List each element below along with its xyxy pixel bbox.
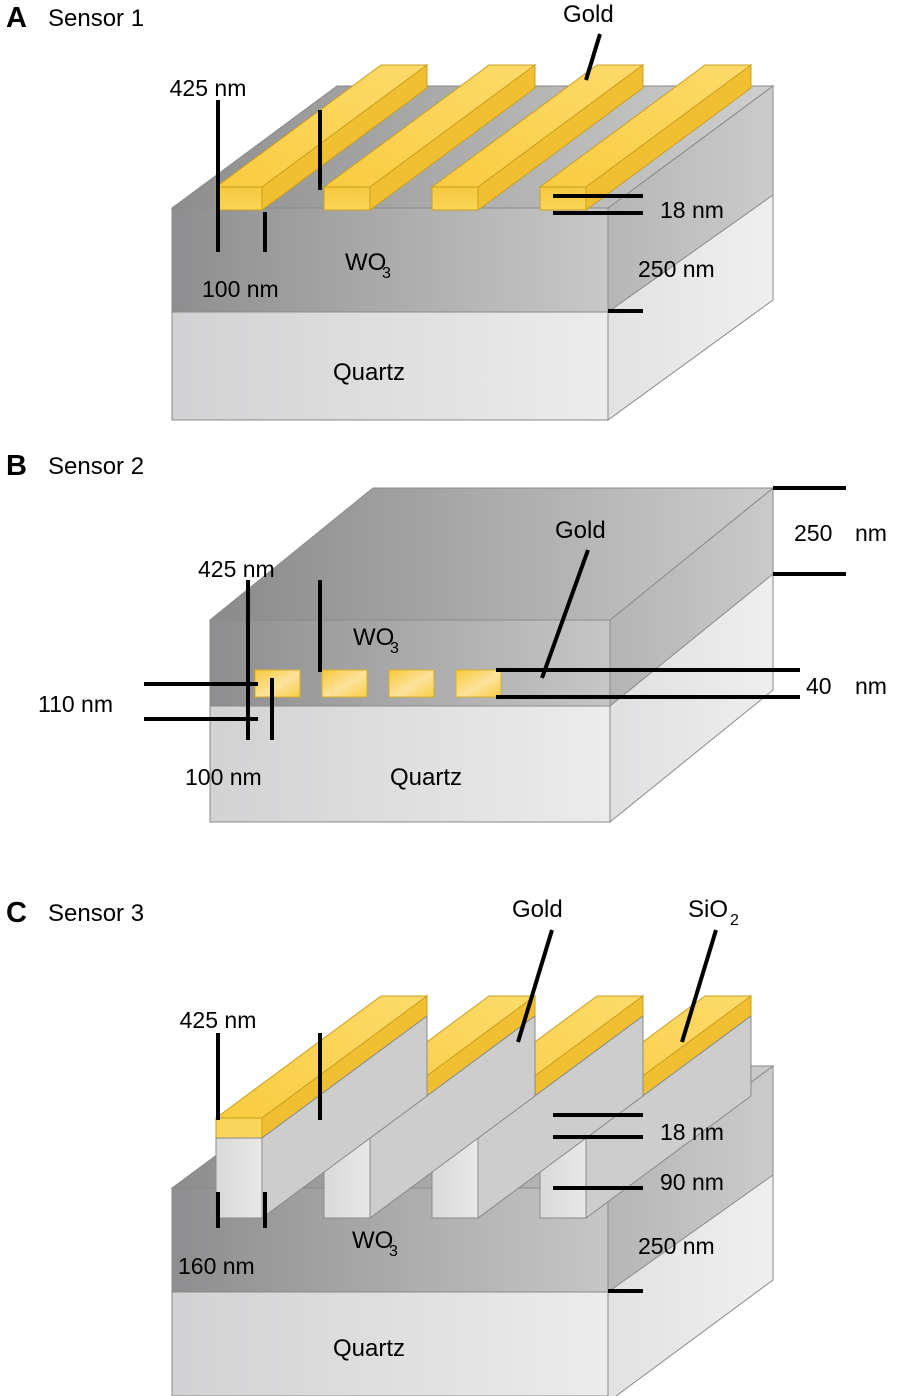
dim-wo3-thickness-unit-b: nm [855,520,887,546]
panel-sensor-3: C Sensor 3 [0,870,905,1396]
gold-gratings-a [214,64,753,211]
dim-gold-thickness-a: 18 nm [660,197,724,223]
panel-sensor-1: A Sensor 1 [0,0,905,440]
gold-stripe [322,64,537,211]
dim-gold-thickness-unit-b: nm [855,673,887,699]
panel-title-b: Sensor 2 [48,453,144,480]
sio2-gold-ridge [214,995,429,1219]
material-label-wo3-a: WO [345,249,386,276]
panel-letter-a: A [6,2,27,34]
dim-depth-b: 110 nm [38,691,113,717]
leader-line-gold-c [516,929,554,1043]
panel-title-c: Sensor 3 [48,900,144,927]
gold-stripe [430,64,645,211]
material-label-wo3-c: WO [352,1227,393,1254]
material-label-wo3-sub-b: 3 [390,640,399,657]
material-label-wo3-sub-c: 3 [389,1243,398,1260]
sensor-1-diagram: A Sensor 1 [6,1,775,421]
panel-letter-b: B [6,450,27,482]
wo3-front-face-a [171,207,609,313]
panel-title-a: Sensor 1 [48,5,144,32]
quartz-front-face-c [171,1291,609,1396]
material-label-sio2-sub-c: 2 [730,912,739,929]
dim-period-a: 425 nm [170,75,247,101]
dim-wo3-thickness-value-b: 250 [794,520,832,546]
material-label-gold-c: Gold [512,896,563,923]
panel-sensor-2: B Sensor 2 [0,440,905,870]
sensor-3-diagram: C Sensor 3 [6,896,775,1396]
material-label-wo3-sub-a: 3 [382,265,391,282]
dim-gold-thickness-value-b: 40 [806,673,832,699]
block-body-b [208,486,775,824]
quartz-front-face-b [209,705,611,823]
dim-wo3-thickness-c: 250 nm [638,1233,715,1259]
gold-patch [388,669,435,698]
leader-line-gold-a [584,33,602,81]
dim-width-b: 100 nm [185,764,262,790]
leader-line-sio2-c [680,929,718,1043]
panel-letter-c: C [6,897,27,929]
material-label-gold-b: Gold [555,517,606,544]
material-label-quartz-a: Quartz [333,359,405,386]
dim-sio2-thickness-c: 90 nm [660,1169,724,1195]
dim-gold-thickness-c: 18 nm [660,1119,724,1145]
material-label-quartz-b: Quartz [390,764,462,791]
dim-width-a: 100 nm [202,276,279,302]
dimension-lines-c [216,1033,643,1293]
dim-wo3-thickness-a: 250 nm [638,256,715,282]
gold-patch [254,669,301,698]
dim-width-c: 160 nm [178,1253,255,1279]
sensor-2-diagram: B Sensor 2 [6,450,887,824]
gold-patch [321,669,368,698]
material-label-wo3-b: WO [353,624,394,651]
material-label-sio2-c: SiO [688,896,728,923]
leader-line-gold-b [540,549,590,679]
quartz-front-face-a [171,311,609,421]
sio2-ridges-c [214,995,753,1219]
material-label-quartz-c: Quartz [333,1335,405,1362]
dimension-lines-a [216,100,643,313]
material-label-gold-a: Gold [563,1,614,28]
gold-patch [455,669,502,698]
gold-stripe [538,64,753,211]
dim-period-c: 425 nm [180,1007,257,1033]
dim-period-b: 425 nm [198,556,275,582]
gold-embedded-patches-b [254,669,502,698]
